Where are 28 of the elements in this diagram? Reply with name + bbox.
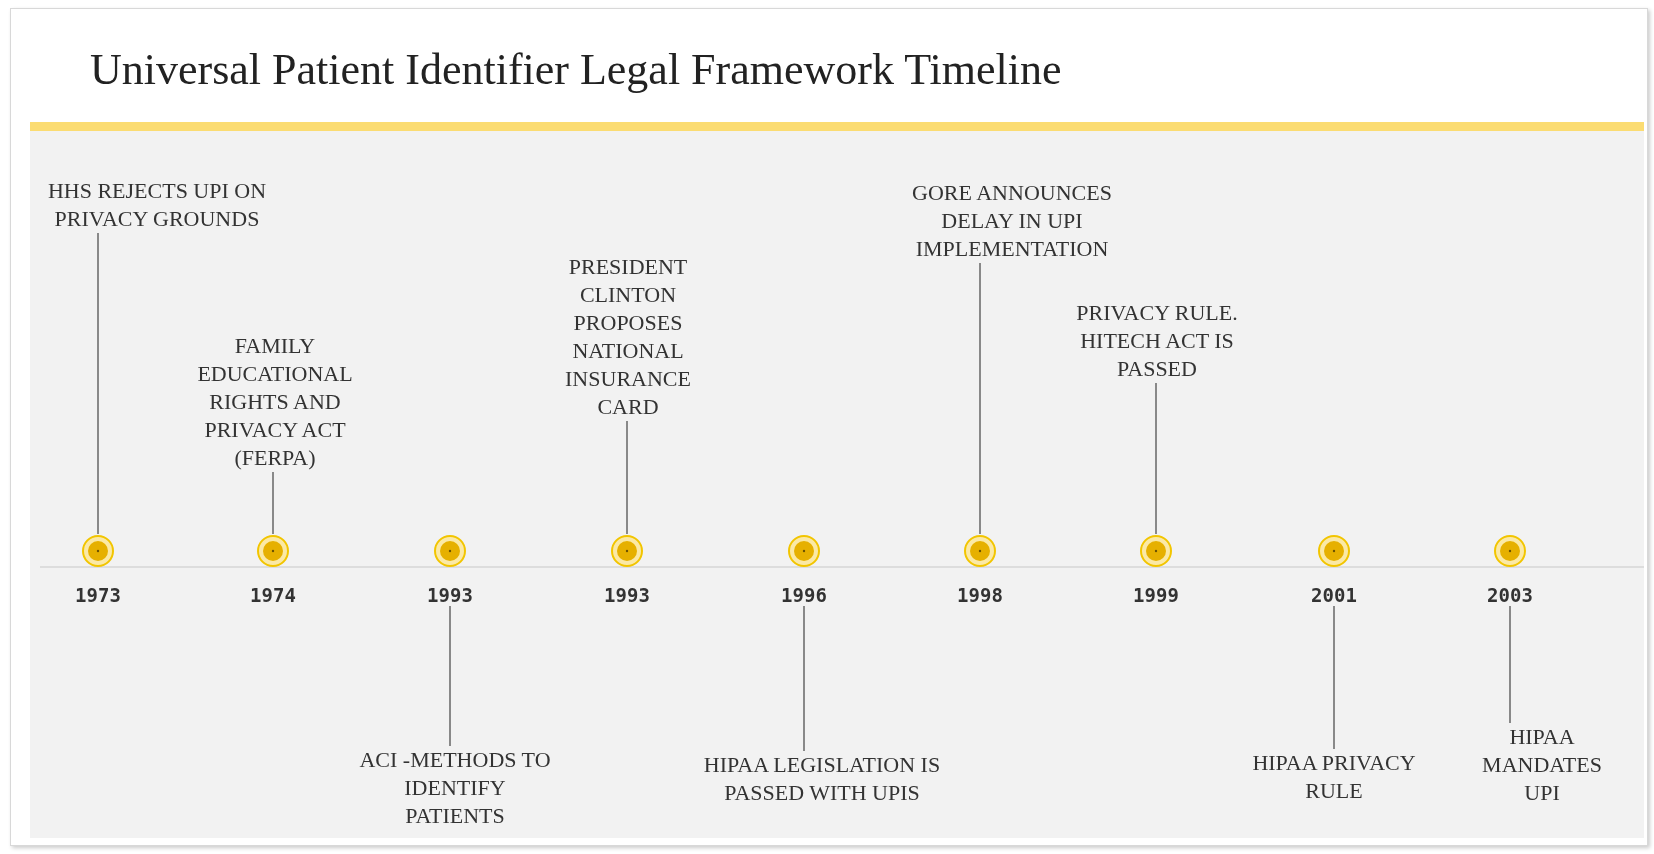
- year-label: 1999: [1133, 584, 1179, 606]
- leader-line: [979, 262, 981, 535]
- event-label: GORE ANNOUNCES DELAY IN UPI IMPLEMENTATION: [887, 179, 1137, 263]
- event-label: HIPAA LEGISLATION IS PASSED WITH UPIS: [697, 751, 947, 807]
- event-label: PRIVACY RULE. HITECH ACT IS PASSED: [1057, 299, 1257, 383]
- title: Universal Patient Identifier Legal Framework Timeline: [90, 44, 1062, 95]
- leader-line: [1155, 382, 1157, 535]
- leader-line: [1509, 605, 1511, 724]
- year-label: 2001: [1311, 584, 1357, 606]
- year-label: 1974: [250, 584, 296, 606]
- leader-line: [449, 605, 451, 747]
- year-label: 2003: [1487, 584, 1533, 606]
- event-label: HHS REJECTS UPI ON PRIVACY GROUNDS: [42, 177, 272, 233]
- event-label: PRESIDENT CLINTON PROPOSES NATIONAL INSURANCE CARD: [548, 253, 708, 421]
- event-label: ACI -METHODS TO IDENTIFY PATIENTS: [355, 746, 555, 830]
- leader-line: [803, 605, 805, 752]
- event-label: FAMILY EDUCATIONAL RIGHTS AND PRIVACY ACT (FERPA): [180, 332, 370, 472]
- leader-line: [1333, 605, 1335, 750]
- event-label: HIPAA PRIVACY RULE: [1234, 749, 1434, 805]
- leader-line: [272, 471, 274, 535]
- leader-line: [97, 232, 99, 535]
- event-label: HIPAA MANDATES UPI: [1467, 723, 1617, 807]
- year-label: 1973: [75, 584, 121, 606]
- year-label: 1996: [781, 584, 827, 606]
- year-label: 1993: [427, 584, 473, 606]
- year-label: 1993: [604, 584, 650, 606]
- leader-line: [626, 420, 628, 535]
- year-label: 1998: [957, 584, 1003, 606]
